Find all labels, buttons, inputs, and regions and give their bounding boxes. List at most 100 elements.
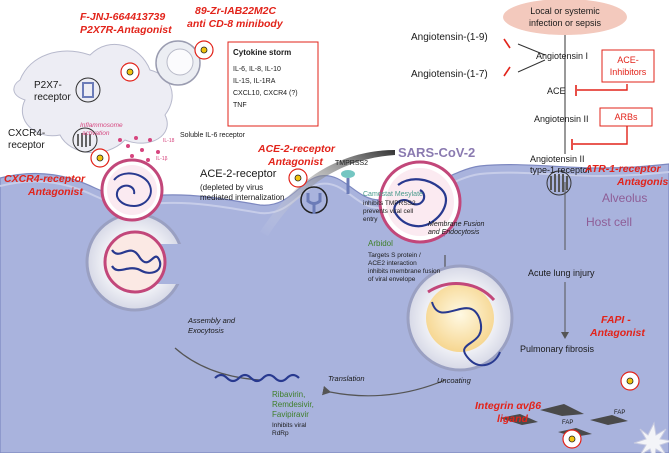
arbs-box <box>599 107 653 127</box>
cytokine-line-4: TNF <box>233 102 247 109</box>
raas-pathway <box>517 24 566 154</box>
infection-line1: Local or systemic <box>530 6 600 16</box>
ace-inhibitors-1: ACE- <box>617 55 639 65</box>
fap-label-1: FAP <box>614 410 625 416</box>
ace2-antagonist-1: ACE-2-receptor <box>257 143 336 155</box>
cxcr4-label-2: receptor <box>8 140 45 151</box>
cxcr4-receptor-glyph <box>72 127 98 153</box>
pulmonary-fibrosis: Pulmonary fibrosis <box>520 344 595 354</box>
integrin-1: Integrin αvβ6 <box>475 400 541 412</box>
ang-1-7: Angiotensin-(1-7) <box>411 69 488 80</box>
endosome <box>406 264 514 372</box>
cytokine-dots <box>118 136 160 162</box>
ribavirin-name-2: Remdesivir, <box>272 400 314 409</box>
arbidol-name: Arbidol <box>368 239 393 248</box>
free-virus-left <box>100 158 164 222</box>
zr-molecule <box>200 46 208 54</box>
camostat-line-2: prevents viral cell <box>363 208 414 215</box>
tmprss2-label: TMPRSS2 <box>335 160 368 167</box>
p2x7-receptor-glyph <box>75 77 101 103</box>
soluble-il6-label: Soluble IL-6 receptor <box>180 132 246 139</box>
ang-i: Angiotensin I <box>536 51 588 61</box>
membrane-fusion-2: and Endocytosis <box>428 229 480 236</box>
sars-cov-2-virus <box>378 160 462 244</box>
t-cell-nucleus <box>166 48 194 76</box>
arbidol-line-2: ACE2 interaction <box>368 260 417 267</box>
cytokine-line-3: CXCL10, CXCR4 (?) <box>233 90 298 97</box>
fapi-1: FAPI - <box>601 314 631 326</box>
ace2-receptor-label: ACE-2-receptor <box>200 168 277 180</box>
ace2-antagonist-2: Antagonist <box>267 156 323 168</box>
assembly-label-2: Exocytosis <box>188 326 224 335</box>
raas-inhibition-marks <box>503 38 577 150</box>
ace2-molecule <box>294 174 302 182</box>
cxcr4-antagonist-1: CXCR4-receptor <box>4 173 86 185</box>
ribavirin-line-1: Inhibits viral <box>272 422 307 429</box>
at1-receptor-glyph <box>546 170 572 196</box>
camostat-name: Camostat Mesylate <box>363 191 423 198</box>
ang-ii-receptor-1: Angiotensin II <box>530 154 585 164</box>
atr1-antagonist-1: ATR-1-receptor <box>584 163 662 175</box>
arbidol-line-3: inhibits membrane fusion <box>368 268 441 275</box>
arbidol-line-4: of viral envelope <box>368 276 416 283</box>
ace-inhibitors-2: Inhibitors <box>610 67 647 77</box>
cxcr4-label-1: CXCR4- <box>8 128 45 139</box>
ang-ii-receptor-2: type-1 receptor <box>530 165 591 175</box>
assembly-label-1: Assembly and <box>187 316 236 325</box>
zr-2: anti CD-8 minibody <box>187 18 284 30</box>
fjnj-2: P2X7R-Antagonist <box>80 24 172 36</box>
ribavirin-name-3: Favipiravir <box>272 410 309 419</box>
acute-lung-injury: Acute lung injury <box>528 268 595 278</box>
tmprss2-glyph <box>341 170 355 194</box>
integrin-molecule <box>568 435 576 443</box>
fjnj-1: F-JNJ-664413739 <box>80 11 165 23</box>
inflammasome-1: Inflammosome <box>80 122 123 129</box>
fjnj-molecule <box>126 68 134 76</box>
inflammasome-2: activation <box>82 130 110 137</box>
il18-label: IL-18 <box>163 138 175 144</box>
cxcr4-antagonist-2: Antagonist <box>27 186 83 198</box>
arbs-label: ARBs <box>614 112 638 122</box>
camostat-line-3: entry <box>363 216 378 223</box>
arbidol-line-1: Targets S protein / <box>368 252 421 259</box>
zr-1: 89-Zr-IAB22M2C <box>195 5 277 17</box>
entry-sweep-arrow <box>260 150 395 236</box>
exocytosis-vesicle <box>85 212 205 312</box>
membrane-fusion-1: Membrane Fusion <box>428 221 485 228</box>
ang-1-9: Angiotensin-(1-9) <box>411 32 488 43</box>
p2x7-label-1: P2X7- <box>34 80 62 91</box>
atr1-antagonist-2: Antagonist <box>616 176 669 188</box>
lifecycle-arc-translation <box>321 379 446 397</box>
cytokine-storm-title: Cytokine storm <box>233 48 291 57</box>
cytokine-line-1: IL-6, IL-8, IL-10 <box>233 66 281 73</box>
ang-ii: Angiotensin II <box>534 114 589 124</box>
integrin-2: ligand <box>497 413 529 425</box>
ace-label: ACE <box>547 86 566 96</box>
ace-inhibitor-connector <box>577 84 628 91</box>
viral-rna-strand <box>214 373 300 383</box>
p2x7-label-2: receptor <box>34 92 71 103</box>
camostat-line-1: inhibits TMPRSS2 <box>363 200 416 207</box>
translation-label: Translation <box>328 374 365 383</box>
cytokine-storm-box <box>227 41 319 127</box>
alveolus-label: Alveolus <box>602 191 647 205</box>
ace-inhibitors-box <box>601 49 655 83</box>
ace2-receptor-glyph <box>300 186 328 214</box>
infection-bubble <box>503 0 627 35</box>
infection-line2: infection or sepsis <box>529 18 602 28</box>
integrin-cell-star <box>633 421 669 453</box>
sars-cov-2-label: SARS-CoV-2 <box>398 145 475 160</box>
ace2-note-1: (depleted by virus <box>200 183 263 192</box>
fapi-molecule <box>626 377 634 385</box>
ribavirin-name-1: Ribavirin, <box>272 390 305 399</box>
host-cell-label: Host cell <box>586 215 632 229</box>
uncoating-label: Uncoating <box>437 376 472 385</box>
fapi-2: Antagonist <box>589 327 645 339</box>
ace2-note-2: mediated internalization <box>200 193 285 202</box>
ribavirin-line-2: RdRp <box>272 430 289 437</box>
cxcr4-molecule <box>96 154 104 162</box>
fap-label-2: FAP <box>562 420 573 426</box>
arb-connector <box>573 124 628 145</box>
